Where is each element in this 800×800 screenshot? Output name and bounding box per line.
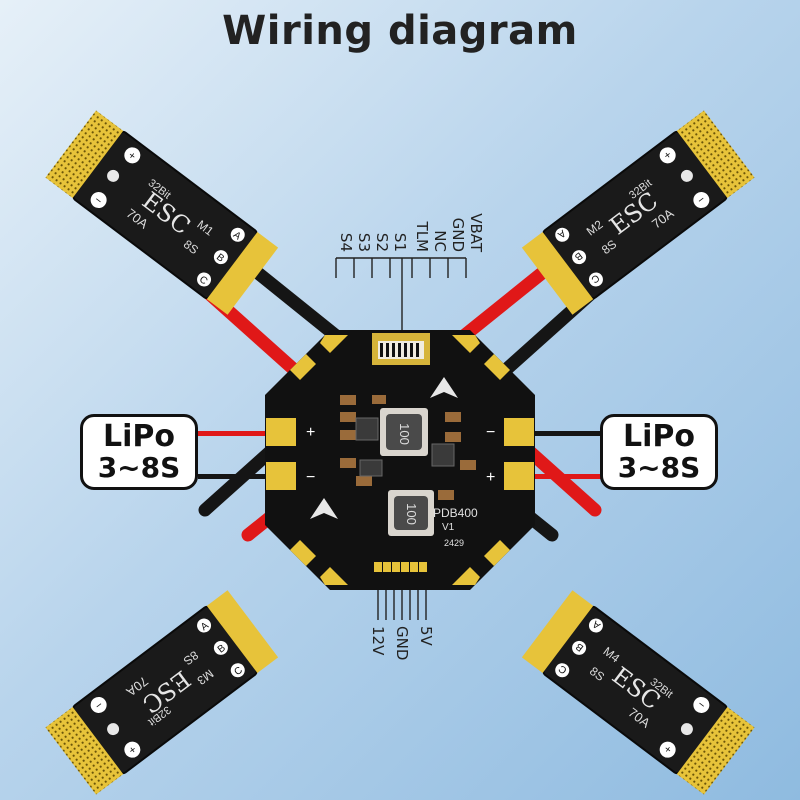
signal-label-nc: NC — [431, 230, 449, 252]
pdb-board-body — [265, 330, 535, 590]
pdb-board: 100 100 + − − + PDB400 V1 — [265, 330, 535, 590]
battery-pad-right-positive — [504, 462, 534, 490]
lipo-left-positive-wire — [198, 431, 270, 436]
battery-pad-right-negative — [504, 418, 534, 446]
lipo-cells: 3~8S — [97, 450, 181, 484]
signal-label-5v: 5V — [417, 626, 435, 647]
signal-label-12v: 12V — [369, 626, 387, 656]
battery-pad-left-negative — [266, 462, 296, 490]
top-signal-lines — [335, 257, 467, 335]
battery-wires — [198, 431, 602, 479]
lipo-battery-right: LiPo 3~8S — [600, 414, 718, 490]
signal-label-s1: S1 — [391, 233, 409, 252]
signal-label-gnd: GND — [393, 626, 411, 660]
bottom-connector-labels: 5V GND 12V — [369, 626, 435, 660]
lipo-label: LiPo — [623, 419, 695, 454]
esc-module: + − ESC 32Bit 70A M1 8S A B C — [45, 110, 279, 315]
board-plus-right: + — [486, 469, 495, 486]
board-code: 2429 — [444, 538, 464, 548]
signal-label-gnd: GND — [449, 218, 467, 252]
esc-wire-negative — [241, 258, 342, 342]
board-version: V1 — [442, 522, 455, 533]
inductor-mark: 100 — [397, 423, 412, 445]
lipo-label: LiPo — [103, 419, 175, 454]
board-minus-right: − — [486, 424, 495, 441]
board-minus-left: − — [306, 469, 315, 486]
front-arrow-icon — [430, 377, 458, 398]
esc-mount-hole — [107, 723, 120, 736]
lipo-right-positive-wire — [530, 474, 602, 479]
lipo-left-negative-wire — [198, 474, 270, 479]
esc-mount-hole — [680, 169, 693, 182]
battery-pad-left-positive — [266, 418, 296, 446]
board-model: PDB400 — [433, 506, 478, 520]
esc-wire-positive — [458, 258, 559, 342]
lipo-right-negative-wire — [530, 431, 602, 436]
esc-module: + − ESC 32Bit 70A M4 8S C B A — [521, 590, 755, 795]
front-arrow-icon — [310, 498, 338, 519]
inductor-mark: 100 — [404, 503, 419, 525]
signal-label-s4: S4 — [337, 233, 355, 252]
esc-module: − + ESC 32Bit 70A M2 8S C B A — [521, 110, 755, 315]
esc-module: − + ESC 32Bit 70A M3 8S A B C — [45, 590, 279, 795]
lipo-battery-left: LiPo 3~8S — [80, 414, 198, 490]
esc-mount-hole — [107, 169, 120, 182]
signal-label-s3: S3 — [355, 233, 373, 252]
signal-label-tlm: TLM — [413, 221, 431, 252]
signal-label-s2: S2 — [373, 233, 391, 252]
lipo-cells: 3~8S — [617, 450, 701, 484]
board-plus-left: + — [306, 424, 315, 441]
signal-label-vbat: VBAT — [467, 213, 485, 253]
esc-mount-hole — [680, 723, 693, 736]
page-title: Wiring diagram — [222, 8, 578, 54]
